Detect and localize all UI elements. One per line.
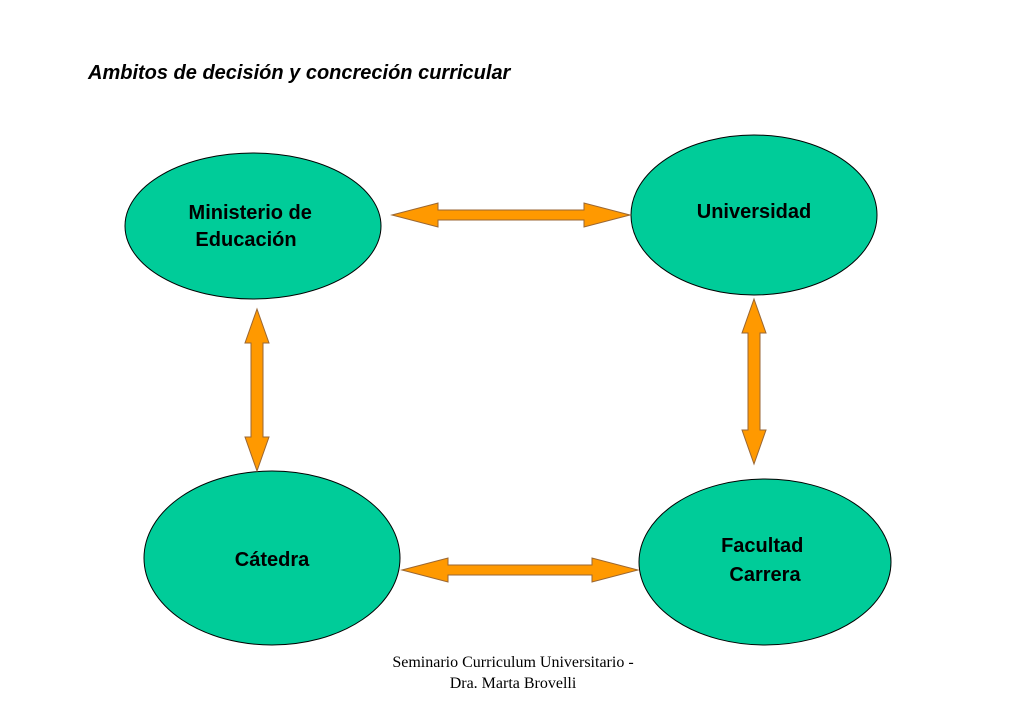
footer-credit: Seminario Curriculum Universitario - Dra… (363, 652, 663, 694)
footer-line1: Seminario Curriculum Universitario - (392, 654, 634, 671)
label-facultad-line1: Facultad (721, 535, 803, 557)
label-ministerio-line1: Ministerio de (189, 202, 312, 224)
label-catedra: Cátedra (235, 549, 310, 571)
node-facultad: Facultad Carrera (638, 478, 892, 646)
label-universidad: Universidad (697, 201, 811, 223)
ellipse-catedra (143, 470, 401, 646)
arrow-ministerio-universidad (390, 202, 632, 228)
ellipse-ministerio (124, 152, 382, 300)
svg-text:Universidad: Universidad (697, 201, 811, 223)
svg-text:Cátedra: Cátedra (235, 549, 310, 571)
node-catedra: Cátedra (143, 470, 401, 646)
label-facultad-line2: Carrera (729, 564, 801, 586)
svg-text:Ministerio de Educación: Ministerio de Educación (189, 202, 318, 251)
ellipse-facultad (638, 478, 892, 646)
arrow-ministerio-catedra (244, 307, 270, 473)
arrow-universidad-facultad (741, 297, 767, 466)
footer-line2: Dra. Marta Brovelli (449, 675, 577, 692)
label-ministerio-line2: Educación (195, 229, 296, 251)
node-ministerio: Ministerio de Educación (124, 152, 382, 300)
arrow-catedra-facultad (400, 557, 640, 583)
slide-title: Ambitos de decisión y concreción curricu… (88, 62, 511, 84)
svg-text:Facultad Carrera: Facultad Carrera (721, 535, 809, 586)
node-universidad: Universidad (630, 134, 878, 296)
